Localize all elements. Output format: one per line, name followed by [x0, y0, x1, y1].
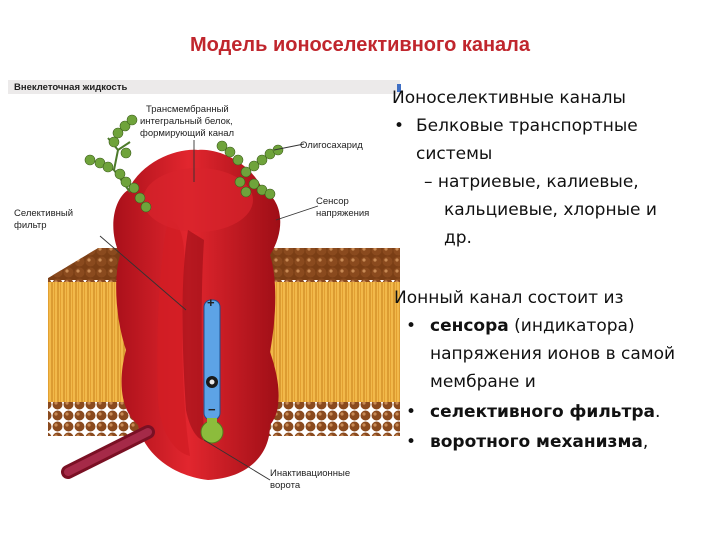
slide-title: Модель ионоселективного канала [0, 34, 720, 57]
extracellular-label: Внеклеточная жидкость [14, 82, 127, 93]
filter-term: селективного фильтра [430, 402, 655, 422]
bullet-transport-cont: системы [416, 140, 492, 168]
bullet-transport: Белковые транспортные [416, 112, 638, 140]
ion-channel-figure: Внеклеточная жидкость [8, 80, 400, 492]
bullet-sensor: сенсора (индикатора) [430, 312, 635, 340]
protein-label-3: формирующий канал [140, 128, 234, 139]
svg-text:+: + [207, 295, 215, 310]
filter-label-2: фильтр [14, 220, 47, 231]
bullet-gate: воротного механизма, [430, 428, 648, 456]
sub-channels: – натриевые, калиевые, [424, 168, 639, 196]
bullet-marker: • [406, 312, 416, 340]
bullet-marker: • [406, 428, 416, 456]
bullet-filter: селективного фильтра. [430, 398, 660, 426]
sub-channels-cont2: др. [444, 224, 472, 252]
protein-label-2: интегральный белок, [140, 116, 233, 127]
sensor-term: сенсора [430, 316, 509, 336]
svg-text:−: − [208, 402, 216, 417]
bullet-sensor-cont1: напряжения ионов в самой [430, 340, 675, 368]
inactivation-label-1: Инактивационные [270, 468, 350, 479]
oligosaccharide-label: Олигосахарид [300, 140, 363, 151]
bullet-marker: • [406, 398, 416, 426]
bullet-sensor-cont2: мембране и [430, 368, 536, 396]
sensor-label-1: Сенсор [316, 196, 349, 207]
protein-label-1: Трансмембранный [146, 104, 229, 115]
filter-label-1: Селективный [14, 208, 73, 219]
bullet-marker: • [394, 112, 404, 140]
filter-rest: . [655, 402, 660, 422]
sub-channels-cont1: кальциевые, хлорные и [444, 196, 657, 224]
gate-rest: , [643, 432, 648, 452]
gate-term: воротного механизма [430, 432, 643, 452]
sensor-rest: (индикатора) [509, 316, 635, 336]
heading-text: Ионоселективные каналы [392, 84, 626, 112]
sensor-label-2: напряжения [316, 208, 369, 219]
inactivation-label-2: ворота [270, 480, 301, 491]
paragraph-composition: Ионный канал состоит из [394, 284, 624, 312]
